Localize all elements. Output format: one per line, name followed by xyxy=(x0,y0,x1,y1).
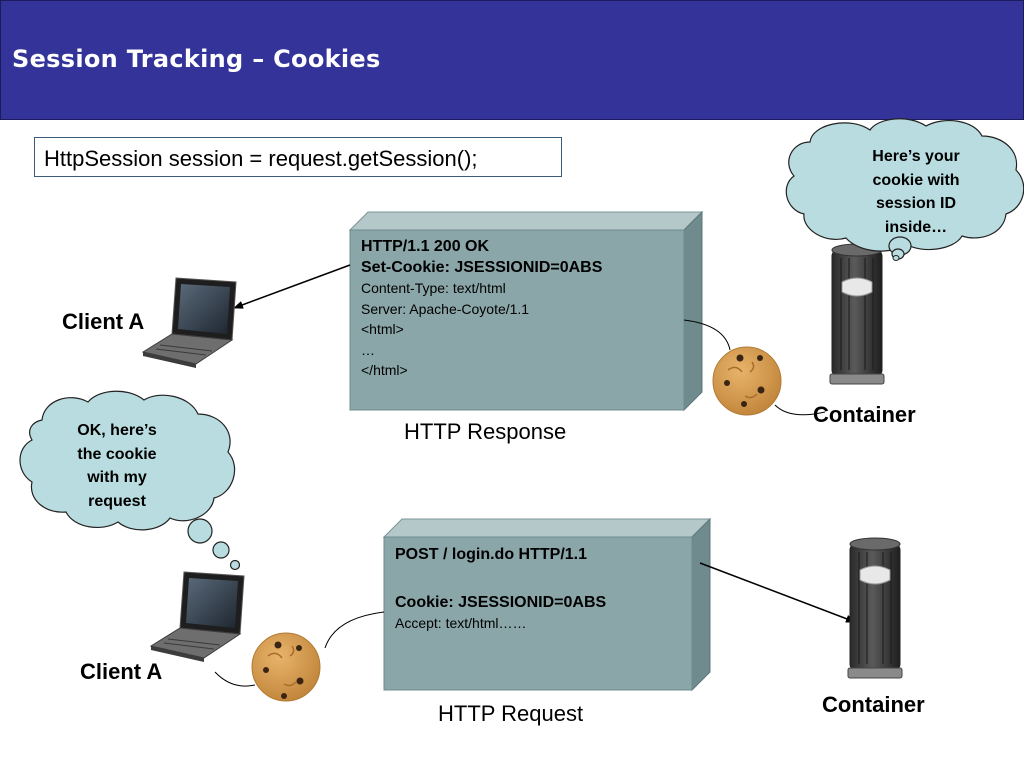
request-cookie-connector xyxy=(324,611,385,649)
response-line: Server: Apache-Coyote/1.1 xyxy=(361,300,530,317)
title-bar: Session Tracking – Cookies xyxy=(0,0,1024,120)
client-bubble-text: OK, here’s the cookie with my request xyxy=(42,419,192,513)
cookie-icon xyxy=(251,632,321,702)
response-line: </html> xyxy=(361,362,408,378)
http-request-text: POST / login.do HTTP/1.1 Cookie: JSESSIO… xyxy=(395,545,606,634)
laptop-icon xyxy=(141,277,237,368)
bubble-line: request xyxy=(88,492,146,510)
bubble-line: inside… xyxy=(884,218,948,236)
cookie-icon xyxy=(712,346,782,416)
response-line: … xyxy=(361,341,375,358)
thought-bubble-client xyxy=(19,390,241,571)
response-line: HTTP/1.1 200 OK xyxy=(361,238,490,255)
bubble-line: the cookie xyxy=(77,445,157,463)
server-icon xyxy=(829,243,885,385)
http-request-box xyxy=(382,517,712,692)
client-cookie-connector-bottom xyxy=(214,671,256,687)
container-label: Container xyxy=(813,402,916,427)
http-response-caption: HTTP Response xyxy=(404,419,567,444)
client-label: Client A xyxy=(62,309,145,334)
container-label: Container xyxy=(822,692,925,717)
bubble-line: Here’s your xyxy=(872,148,960,165)
bubble-line: cookie with xyxy=(872,171,960,189)
bubble-line: OK, here’s xyxy=(77,422,157,439)
response-line: <html> xyxy=(361,321,404,337)
server-bubble-text: Here’s your cookie with session ID insid… xyxy=(836,145,996,239)
thought-bubble-server xyxy=(785,118,1024,261)
http-response-text: HTTP/1.1 200 OK Set-Cookie: JSESSIONID=0… xyxy=(361,237,602,381)
request-arrow xyxy=(699,562,856,623)
cookie-container-connector-top xyxy=(774,404,826,416)
request-line: Cookie: JSESSIONID=0ABS xyxy=(395,593,607,611)
http-request-caption: HTTP Request xyxy=(438,701,584,726)
http-response-box xyxy=(348,210,704,412)
request-line: POST / login.do HTTP/1.1 xyxy=(395,546,588,563)
code-text: HttpSession session = request.getSession… xyxy=(44,146,478,171)
response-cookie-connector xyxy=(683,319,731,351)
request-line: Accept: text/html…… xyxy=(395,615,527,631)
bubble-line: with my xyxy=(87,469,147,486)
server-icon xyxy=(847,537,903,679)
bubble-line: session ID xyxy=(875,195,957,212)
laptop-icon xyxy=(149,571,245,662)
response-arrow xyxy=(233,264,351,309)
response-line: Set-Cookie: JSESSIONID=0ABS xyxy=(361,258,603,276)
request-blank-line xyxy=(395,566,606,593)
slide-title: Session Tracking – Cookies xyxy=(12,45,381,73)
code-box: HttpSession session = request.getSession… xyxy=(34,137,562,177)
response-line: Content-Type: text/html xyxy=(361,280,506,296)
client-label: Client A xyxy=(80,659,163,684)
